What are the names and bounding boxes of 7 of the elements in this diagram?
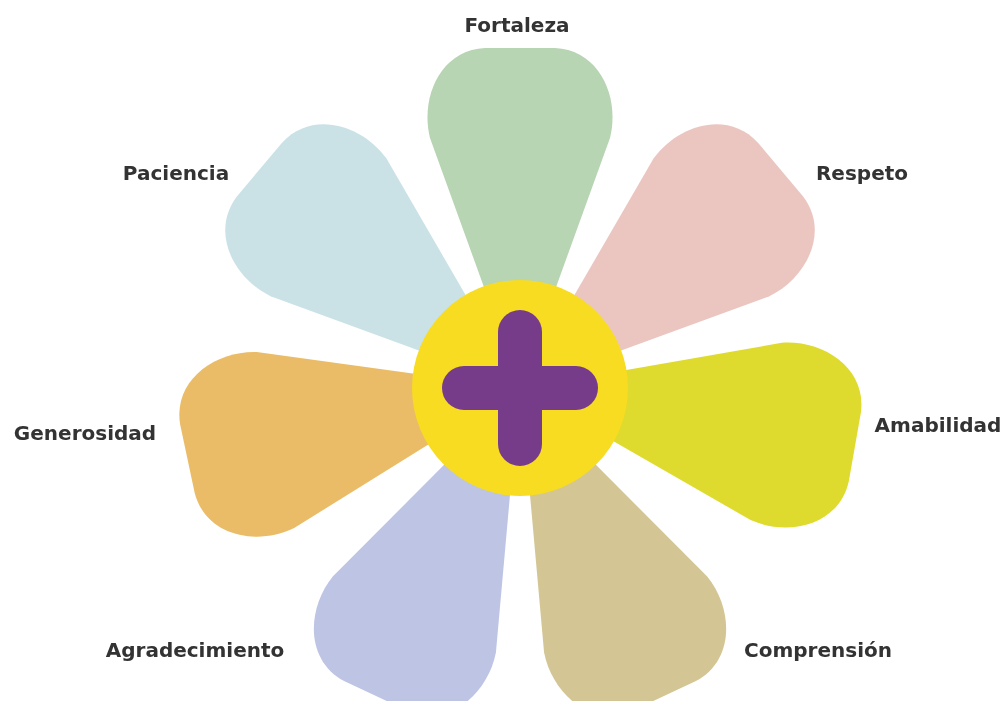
- petal-label: Respeto: [815, 161, 909, 185]
- petal-label: Amabilidad: [874, 413, 1002, 437]
- petal-label: Paciencia: [122, 161, 230, 185]
- petal-label: Generosidad: [13, 421, 157, 445]
- petal-label: Comprensión: [744, 638, 892, 662]
- petal-label: Fortaleza: [464, 13, 570, 37]
- petal-label: Agradecimiento: [105, 638, 285, 662]
